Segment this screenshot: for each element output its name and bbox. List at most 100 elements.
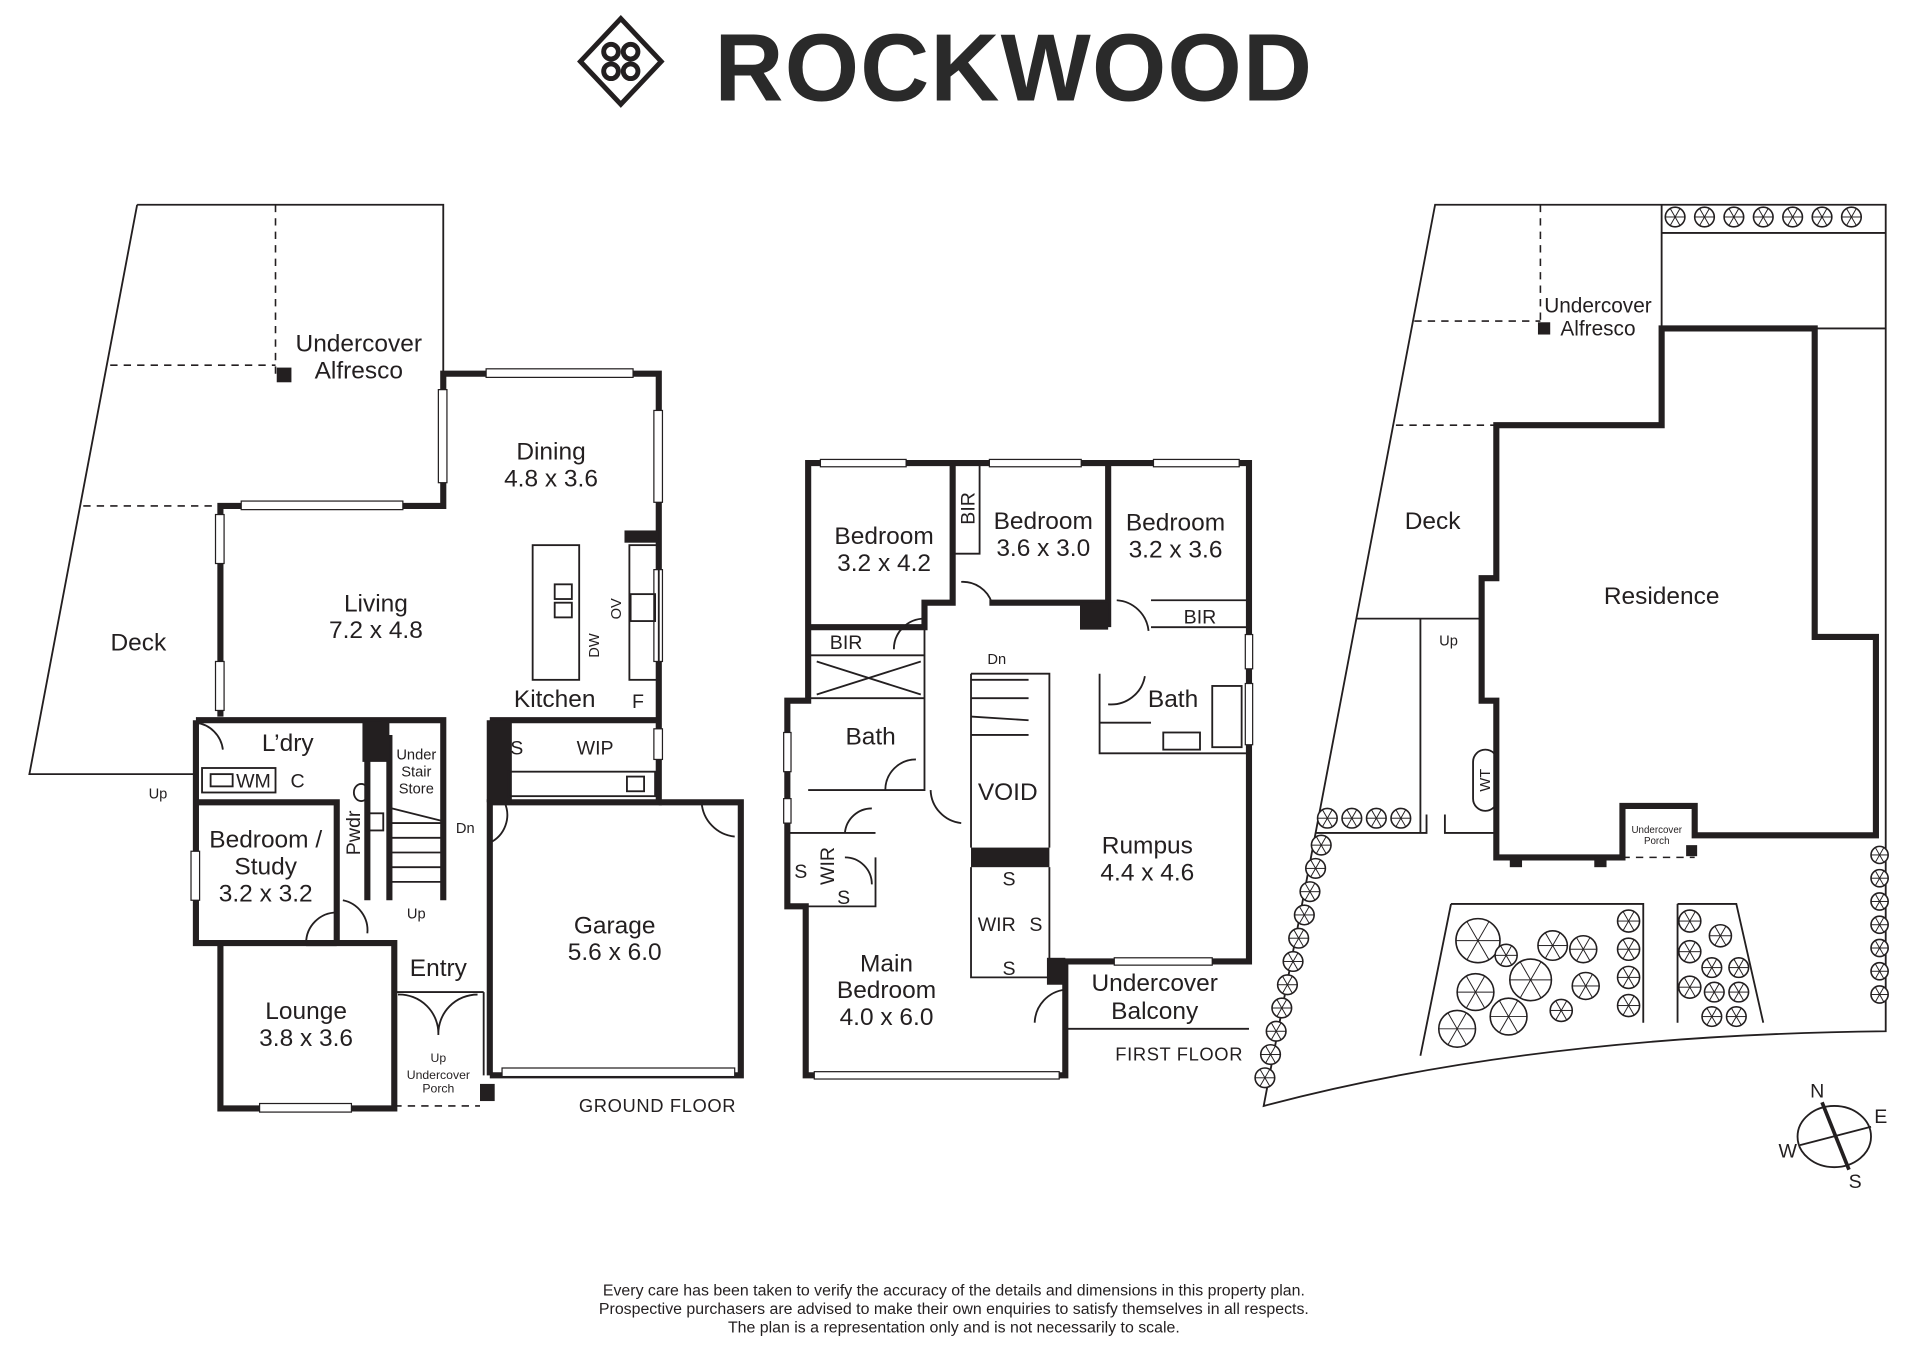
room-label-dining: Dining: [516, 438, 585, 465]
tree-branch: [1315, 836, 1322, 846]
shelf-label: S: [1002, 869, 1015, 891]
tree-branch: [1264, 1069, 1271, 1079]
room-label-balcony: Balcony: [1111, 998, 1199, 1025]
room-dims-bedroom-1: 3.2 x 4.2: [837, 550, 931, 577]
tree-branch: [1264, 1077, 1271, 1087]
down-label: Dn: [456, 821, 475, 837]
room-label-under-stair-store: Under: [396, 747, 436, 763]
tree-branch: [1713, 983, 1720, 993]
tree-branch: [1447, 1028, 1458, 1045]
tree-branch: [1689, 911, 1696, 922]
tree-branch: [1706, 958, 1713, 968]
cupboard-label: C: [290, 771, 304, 793]
room-label-alfresco: Alfresco: [315, 358, 403, 385]
tree-branch: [1475, 975, 1486, 993]
tree-branch: [1879, 877, 1885, 886]
tree-branch: [1505, 945, 1513, 956]
tree-branch: [1821, 208, 1828, 218]
tree-branch: [1582, 948, 1591, 962]
tree-branch: [1519, 961, 1532, 981]
up-label: Up: [149, 787, 168, 803]
tree-branch: [1304, 882, 1311, 892]
dishwasher-label: DW: [587, 633, 603, 658]
tree-branch: [1699, 208, 1705, 218]
tree-branch: [1287, 952, 1294, 962]
tree-branch: [1689, 951, 1696, 962]
tree-branch: [1711, 967, 1718, 977]
tree-branch: [1400, 809, 1407, 819]
tree-branch: [1879, 870, 1885, 879]
tree-branch: [1874, 994, 1881, 1003]
tree-branch: [1320, 836, 1327, 846]
up-label: Up: [431, 1051, 447, 1065]
disclaimer-line: Prospective purchasers are advised to ma…: [599, 1301, 1309, 1318]
svg-text:W: W: [1779, 1140, 1798, 1162]
tree-branch: [1669, 216, 1676, 226]
tree-branch: [1309, 882, 1316, 892]
tree-branch: [1846, 208, 1852, 218]
tree-branch: [1508, 1000, 1519, 1017]
tree-branch: [1735, 1007, 1742, 1017]
tree-branch: [1371, 817, 1377, 827]
room-dims-bedroom-3: 3.2 x 3.6: [1129, 536, 1223, 563]
tree-branch: [1622, 995, 1629, 1006]
tree-branch: [1628, 1005, 1635, 1016]
tree-branch: [1689, 941, 1696, 952]
tree-branch: [1465, 975, 1476, 993]
oven-label: OV: [609, 598, 625, 619]
tree-branch: [1447, 1012, 1458, 1030]
tree-branch: [1622, 948, 1629, 960]
tree-branch: [1879, 893, 1885, 902]
tree-branch: [1299, 906, 1305, 916]
tree-branch: [1628, 948, 1635, 960]
cooktop-icon: [629, 593, 657, 622]
tree-branch: [1711, 1007, 1718, 1017]
room-label-wip: WIP: [577, 738, 614, 760]
tree-branch: [1879, 994, 1885, 1003]
tree-branch: [1303, 914, 1310, 924]
site-label-porch: Undercover: [1631, 825, 1682, 836]
tree-branch: [1270, 1045, 1276, 1055]
site-label-deck: Deck: [1405, 508, 1462, 535]
tree-branch: [1309, 891, 1316, 901]
tree-branch: [1628, 920, 1635, 931]
tree-branch: [1683, 977, 1691, 988]
tree-branch: [1879, 986, 1885, 995]
room-dims-main-bedroom: 4.0 x 6.0: [840, 1004, 934, 1031]
tree-branch: [1731, 1016, 1737, 1026]
tree-branch: [1733, 991, 1740, 1001]
tree-branch: [1787, 208, 1794, 218]
tree-branch: [1874, 893, 1881, 902]
tree-branch: [1683, 920, 1691, 931]
tree-branch: [1293, 929, 1300, 939]
room-label-balcony: Undercover: [1091, 970, 1217, 997]
tree-branch: [1704, 208, 1710, 218]
tree-branch: [1706, 1007, 1713, 1017]
washing-machine-label: WM: [236, 771, 271, 793]
tree-branch: [1552, 932, 1561, 946]
tree-branch: [1689, 977, 1696, 988]
tree-branch: [1287, 961, 1294, 971]
tree-branch: [1628, 967, 1635, 978]
shelf-label: S: [510, 738, 523, 760]
tree-branch: [1874, 971, 1881, 979]
tree-branch: [1292, 961, 1299, 971]
room-label-deck: Deck: [110, 629, 167, 656]
tree-branch: [1375, 809, 1382, 819]
tree-branch: [1466, 921, 1479, 941]
tree-branch: [1628, 911, 1635, 922]
tree-branch: [1874, 877, 1881, 886]
tree-branch: [1310, 868, 1317, 878]
tree-branch: [1683, 951, 1691, 962]
tree-branch: [1735, 1016, 1742, 1026]
garden-trees: [1254, 206, 1889, 1089]
tree-branch: [1879, 940, 1885, 949]
tree-branch: [1477, 940, 1490, 960]
tree-branch: [1762, 216, 1769, 226]
logo-emblem-icon: [577, 15, 665, 108]
room-label-kitchen: Kitchen: [514, 686, 596, 713]
room-label-main-bedroom: Bedroom: [837, 977, 936, 1004]
tree-branch: [1706, 967, 1713, 977]
room-dims-bedroom-2: 3.6 x 3.0: [996, 535, 1090, 562]
tree-branch: [1714, 935, 1721, 946]
